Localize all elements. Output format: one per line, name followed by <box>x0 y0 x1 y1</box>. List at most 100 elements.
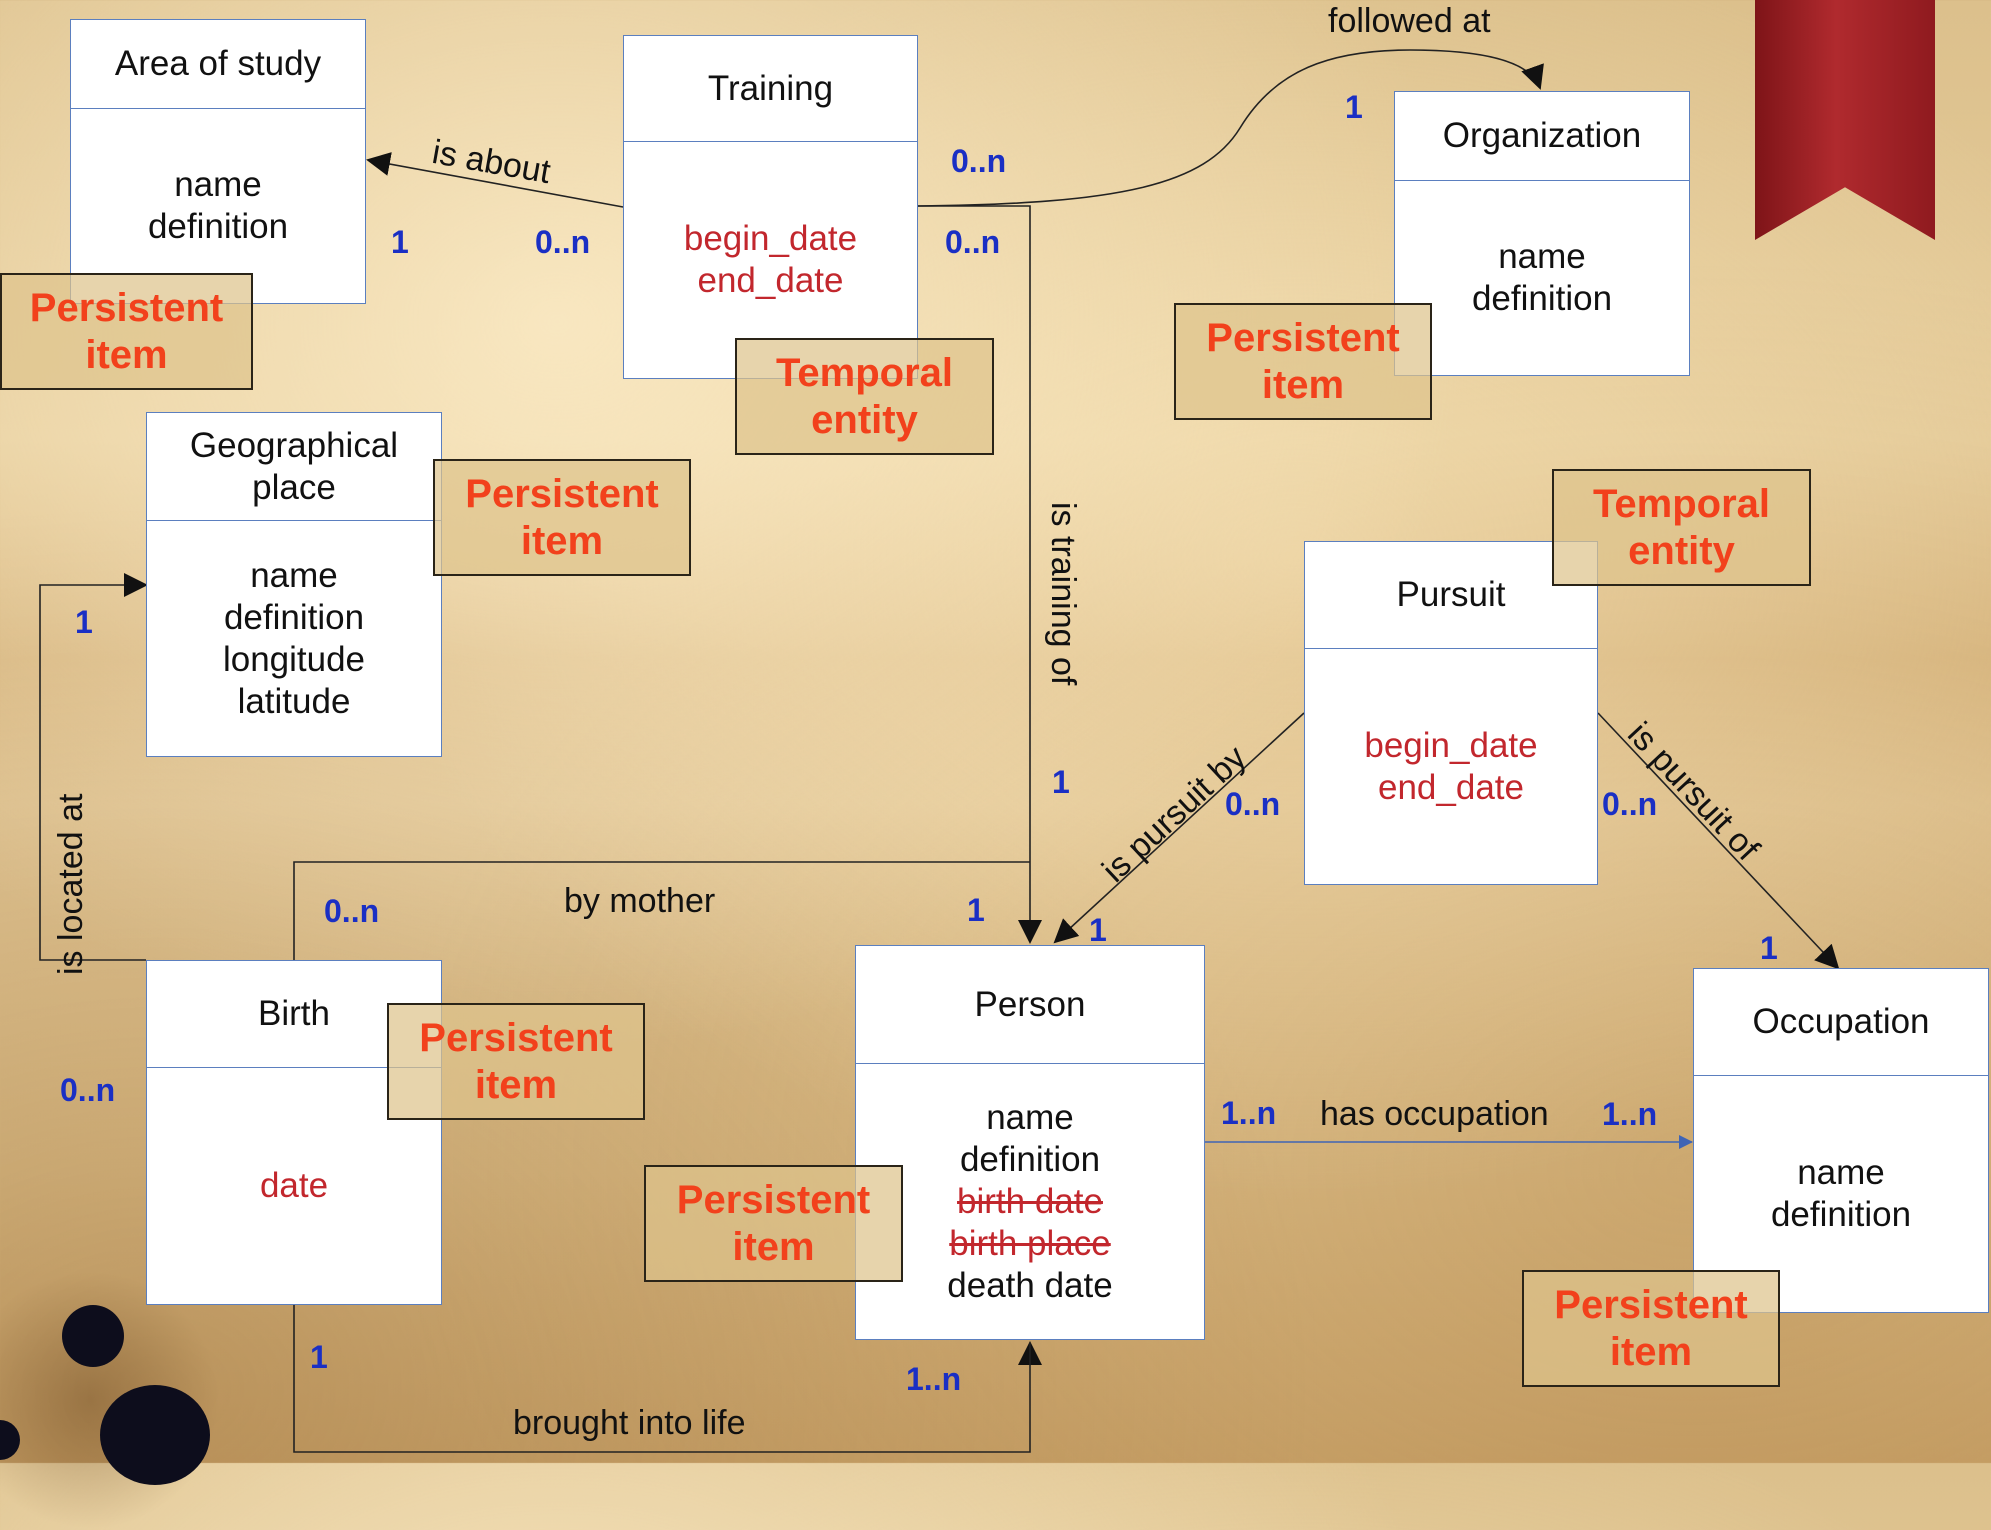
entity-title: Occupation <box>1694 969 1988 1076</box>
badge-line: item <box>1609 1329 1693 1374</box>
temporal-entity-badge: Temporal entity <box>1552 469 1811 586</box>
is-located-at-line <box>39 573 148 961</box>
is-pursuit-by-line <box>1053 712 1305 944</box>
entity-title: Organization <box>1395 92 1689 181</box>
multiplicity: 0..n <box>951 143 1007 179</box>
multiplicity: 1..n <box>1221 1095 1277 1131</box>
badge-line: Temporal <box>1592 481 1771 526</box>
followed-at-line <box>917 49 1544 207</box>
multiplicity: 1..n <box>906 1361 962 1397</box>
multiplicity: 1 <box>391 224 409 260</box>
badge-line: Persistent <box>1554 1282 1748 1327</box>
badge-line: Persistent <box>676 1177 871 1222</box>
attribute: definition <box>959 1139 1101 1179</box>
person-entity[interactable]: Person name definition birth date birth … <box>855 945 1205 1340</box>
brought-into-life-line <box>293 1305 1042 1453</box>
entity-attributes: name definition <box>1694 1076 1988 1312</box>
entity-title: Area of study <box>71 20 365 109</box>
attribute: name <box>1498 237 1586 276</box>
entity-title: Pursuit <box>1305 542 1597 649</box>
attribute: death date <box>947 1265 1113 1305</box>
badge-line: item <box>474 1062 558 1107</box>
attribute: end_date <box>697 261 844 300</box>
badge-line: Persistent <box>465 471 659 516</box>
multiplicity: 1 <box>1089 912 1107 948</box>
relation-label-is-located-at: is located at <box>52 793 90 975</box>
occupation-entity[interactable]: Occupation name definition <box>1693 968 1989 1313</box>
multiplicity: 1 <box>1760 930 1778 966</box>
badge-line: entity <box>811 397 918 442</box>
attribute: definition <box>1471 279 1613 318</box>
attribute: name <box>1797 1153 1885 1192</box>
attribute: definition <box>147 207 289 246</box>
multiplicity: 1 <box>967 892 985 928</box>
attribute: name <box>986 1097 1074 1137</box>
badge-line: Persistent <box>419 1015 613 1060</box>
relation-label-has-occupation: has occupation <box>1320 1095 1549 1133</box>
multiplicity: 0..n <box>1225 786 1281 822</box>
is-pursuit-of-line <box>1597 712 1840 970</box>
entity-attributes: name definition <box>71 109 365 303</box>
badge-line: item <box>732 1224 815 1269</box>
is-training-of-line <box>918 205 1042 944</box>
badge-line: item <box>85 332 168 377</box>
area-of-study-entity[interactable]: Area of study name definition <box>70 19 366 304</box>
attribute-deprecated: birth date <box>957 1181 1103 1221</box>
multiplicity: 0..n <box>945 224 1001 260</box>
relation-label-is-training-of: is training of <box>1044 502 1082 686</box>
badge-line: entity <box>1628 528 1735 573</box>
organization-entity[interactable]: Organization name definition <box>1394 91 1690 376</box>
attribute: name <box>250 555 338 595</box>
entity-attributes: name definition <box>1395 181 1689 375</box>
badge-line: Temporal <box>775 350 954 395</box>
badge-line: item <box>1261 362 1345 407</box>
multiplicity: 1..n <box>1602 1096 1658 1132</box>
multiplicity: 1 <box>75 604 93 640</box>
by-mother-line <box>293 861 1030 960</box>
is-about-line <box>366 152 624 208</box>
entity-title: Geographical place <box>147 413 441 521</box>
persistent-item-badge: Persistent item <box>0 273 253 390</box>
persistent-item-badge: Persistent item <box>644 1165 903 1282</box>
badge-line: Persistent <box>1206 315 1400 360</box>
attribute: date <box>259 1166 329 1205</box>
multiplicity: 0..n <box>1602 786 1658 822</box>
geographical-place-entity[interactable]: Geographical place name definition longi… <box>146 412 442 757</box>
multiplicity: 1 <box>310 1339 328 1375</box>
attribute: latitude <box>237 681 351 721</box>
persistent-item-badge: Persistent item <box>1174 303 1432 420</box>
connector-lines <box>39 49 1840 1453</box>
persistent-item-badge: Persistent item <box>1522 1270 1780 1387</box>
relation-label-by-mother: by mother <box>564 882 716 920</box>
multiplicity: 0..n <box>535 224 591 260</box>
multiplicity: 1 <box>1052 764 1070 800</box>
entity-attributes: begin_date end_date <box>1305 649 1597 884</box>
badge-line: item <box>520 518 604 563</box>
persistent-item-badge: Persistent item <box>433 459 691 576</box>
attribute: begin_date <box>1364 725 1538 765</box>
entity-title: Birth <box>147 961 441 1068</box>
entity-attributes: name definition birth date birth place d… <box>856 1064 1204 1339</box>
attribute: definition <box>223 597 365 637</box>
temporal-entity-badge: Temporal entity <box>735 338 994 455</box>
attribute-deprecated: birth place <box>949 1223 1111 1263</box>
entity-attributes: name definition longitude latitude <box>147 521 441 756</box>
attribute: definition <box>1770 1195 1912 1234</box>
multiplicity: 0..n <box>60 1072 116 1108</box>
relation-label-followed-at: followed at <box>1328 2 1491 40</box>
relation-label-brought-into-life: brought into life <box>513 1404 746 1442</box>
entity-attributes: date <box>147 1068 441 1304</box>
entity-title: Person <box>856 946 1204 1064</box>
multiplicity: 0..n <box>324 893 380 929</box>
entity-title: Training <box>624 36 917 142</box>
pursuit-entity[interactable]: Pursuit begin_date end_date <box>1304 541 1598 885</box>
training-entity[interactable]: Training begin_date end_date <box>623 35 918 379</box>
attribute: longitude <box>222 639 366 679</box>
multiplicity: 1 <box>1345 89 1363 125</box>
attribute: name <box>174 165 262 204</box>
attribute: begin_date <box>683 219 858 258</box>
persistent-item-badge: Persistent item <box>387 1003 645 1120</box>
badge-line: Persistent <box>29 285 224 330</box>
attribute: end_date <box>1378 767 1524 807</box>
entity-attributes: begin_date end_date <box>624 142 917 378</box>
